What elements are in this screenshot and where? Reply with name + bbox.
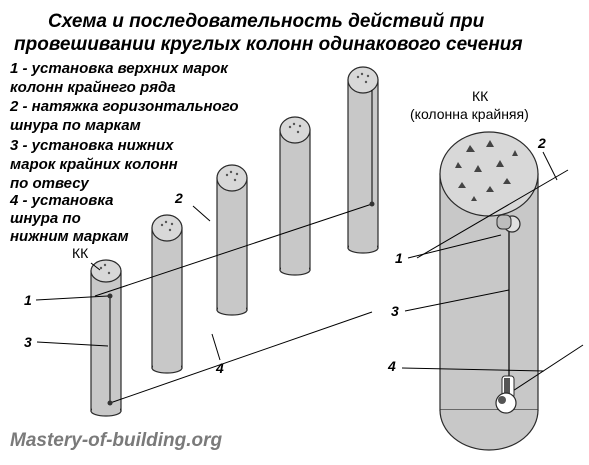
left-callout-4: 4 (215, 360, 224, 376)
right-upper-cord (416, 169, 569, 259)
column-5 (347, 66, 379, 254)
column-2 (151, 214, 183, 374)
legend-item-2-line-1: 2 - натяжка горизонтального (9, 98, 239, 115)
legend-item-2-line-2: шнура по маркам (10, 117, 141, 134)
left-callout-1: 1 (24, 292, 32, 308)
right-callout-3-leader (404, 289, 510, 312)
right-kk-label: КК (472, 88, 489, 104)
column-3 (216, 164, 248, 316)
legend-item-3-line-3: по отвесу (10, 175, 89, 192)
left-callout-2: 2 (174, 190, 183, 206)
right-kk-caption: (колонна крайняя) (410, 106, 529, 122)
right-callout-2-leader (542, 151, 558, 181)
legend-item-1-line-1: 1 - установка верхних марок (10, 60, 229, 77)
left-callout-3-leader (36, 341, 109, 347)
left-callout-2-leader (192, 205, 211, 222)
right-callout-4-leader (401, 367, 545, 372)
left-kk-label: КК (72, 245, 89, 261)
right-callout-1-leader (407, 234, 502, 259)
watermark-text: Mastery-of-building.org (10, 430, 223, 451)
legend-item-1-line-2: колонн крайнего ряда (10, 79, 176, 96)
legend-item-3-line-1: 3 - установка нижних (10, 137, 174, 154)
lower-mark-front (107, 400, 113, 406)
left-kk-leader (90, 262, 101, 271)
title-line-2: провешивании круглых колонн одинакового … (14, 34, 523, 55)
right-upper-mark (496, 214, 521, 233)
title-line-1: Схема и последовательность действий при (48, 11, 485, 32)
edge-column-detail (439, 131, 539, 451)
right-callout-1: 1 (395, 250, 403, 266)
column-4 (279, 116, 311, 276)
left-callout-1-leader (35, 295, 109, 301)
right-callout-3: 3 (391, 303, 399, 319)
right-callout-2: 2 (537, 135, 546, 151)
left-callout-4-leader (211, 333, 221, 361)
lower-cord-line (109, 311, 373, 404)
legend-item-4-line-2: шнура по (10, 210, 81, 227)
column-1-edge (90, 259, 122, 417)
right-plumb-bob (495, 375, 517, 414)
upper-mark-back (369, 201, 375, 207)
legend-item-3-line-2: марок крайних колонн (10, 156, 178, 173)
legend-item-4-line-3: нижним маркам (10, 228, 129, 245)
right-callout-4: 4 (387, 358, 396, 374)
upper-cord-line (94, 203, 373, 297)
upper-mark-front (107, 293, 113, 299)
left-callout-3: 3 (24, 334, 32, 350)
legend-item-4-line-1: 4 - установка (9, 192, 113, 209)
